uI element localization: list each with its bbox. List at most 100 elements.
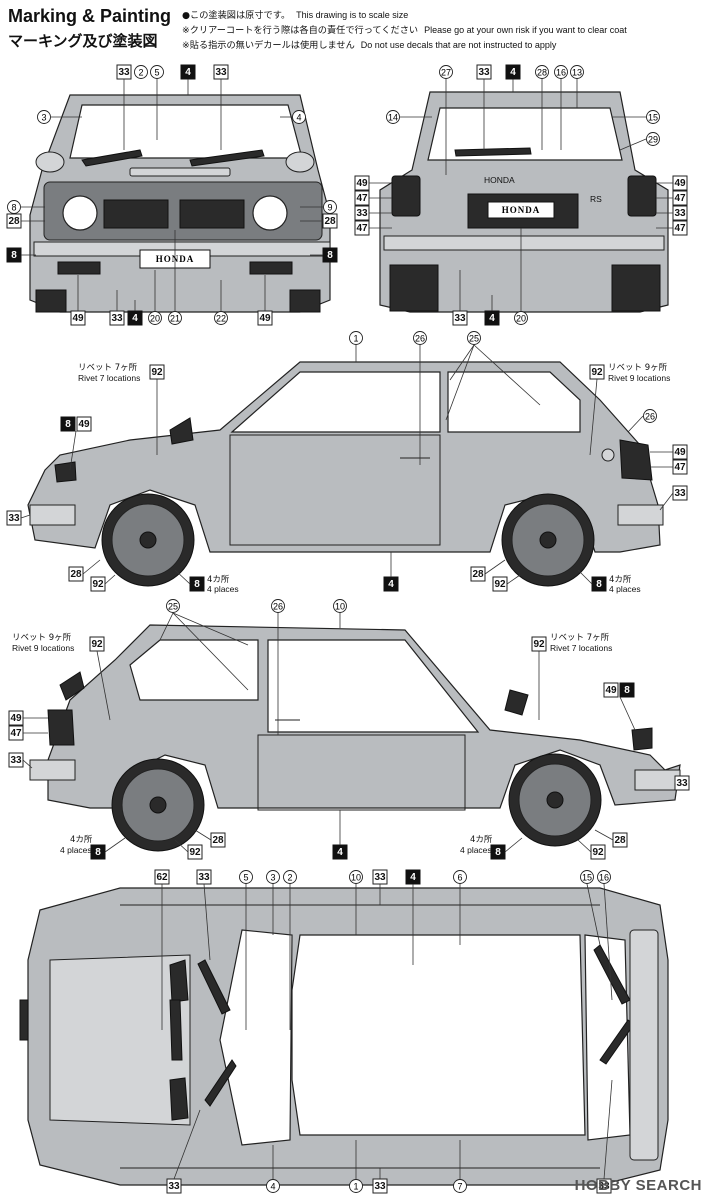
rear-badge-rs: RS <box>590 194 602 204</box>
callout-box-4: 4 <box>505 64 521 80</box>
svg-text:4: 4 <box>388 579 394 590</box>
callout-box-8: 8 <box>6 247 22 263</box>
svg-text:1: 1 <box>353 1182 358 1192</box>
callout-box-28: 28 <box>68 566 84 582</box>
leader-line <box>586 883 601 946</box>
svg-text:33: 33 <box>118 67 130 78</box>
callout-box-33: 33 <box>6 510 22 526</box>
callout-box-49: 49 <box>8 710 24 726</box>
callout-circle-5: 5 <box>239 870 253 884</box>
leader-line <box>22 759 33 769</box>
rear-plate-text: HONDA <box>502 205 541 215</box>
svg-text:33: 33 <box>10 755 22 766</box>
callout-box-33: 33 <box>213 64 229 80</box>
svg-text:92: 92 <box>494 579 506 590</box>
callout-box-47: 47 <box>354 220 370 236</box>
svg-text:33: 33 <box>215 67 227 78</box>
svg-text:4: 4 <box>489 313 495 324</box>
leader-line <box>603 883 613 1001</box>
callout-circle-3: 3 <box>266 870 280 884</box>
svg-text:4: 4 <box>185 67 191 78</box>
svg-text:15: 15 <box>582 873 592 883</box>
rivet7-jp-1: リベット 7ヶ所 <box>78 362 138 373</box>
places4-jp-2: 4カ所 <box>609 574 632 585</box>
svg-text:8: 8 <box>624 685 630 696</box>
rivet9-en-1: Rivet 9 locations <box>608 373 670 383</box>
leader-line <box>627 415 644 433</box>
svg-text:1: 1 <box>353 334 358 344</box>
callout-circle-10: 10 <box>333 599 347 613</box>
callout-box-92: 92 <box>187 844 203 860</box>
callout-circle-2: 2 <box>134 65 148 79</box>
svg-text:25: 25 <box>168 602 178 612</box>
svg-text:92: 92 <box>591 367 603 378</box>
svg-text:33: 33 <box>374 872 386 883</box>
svg-text:6: 6 <box>457 873 462 883</box>
callout-box-8: 8 <box>60 416 76 432</box>
rivet7-en-2: Rivet 7 locations <box>550 643 612 653</box>
leader-line <box>174 569 191 585</box>
leader-line <box>619 138 647 151</box>
callout-box-33: 33 <box>116 64 132 80</box>
svg-text:33: 33 <box>198 872 210 883</box>
leader-line <box>603 1079 613 1180</box>
svg-text:47: 47 <box>674 462 686 473</box>
callout-box-4: 4 <box>484 310 500 326</box>
callout-circle-2: 2 <box>283 870 297 884</box>
callout-box-33: 33 <box>476 64 492 80</box>
callout-box-4: 4 <box>383 576 399 592</box>
svg-text:2: 2 <box>287 873 292 883</box>
callout-circle-20: 20 <box>148 311 162 325</box>
callout-box-49: 49 <box>672 175 688 191</box>
watermark: HOBBY SEARCH <box>574 1177 702 1194</box>
places4-en-1: 4 places <box>207 584 239 594</box>
rivet9-jp-1: リベット 9ヶ所 <box>608 362 668 373</box>
svg-text:47: 47 <box>674 193 686 204</box>
leader-line <box>82 559 101 575</box>
svg-text:8: 8 <box>65 419 71 430</box>
rear-emblem: HONDA <box>484 175 515 185</box>
leader-line <box>104 837 126 853</box>
callout-box-28: 28 <box>322 213 338 229</box>
svg-text:4: 4 <box>270 1182 275 1192</box>
svg-text:16: 16 <box>556 68 566 78</box>
callout-circle-27: 27 <box>439 65 453 79</box>
callout-circle-1: 1 <box>349 331 363 345</box>
places4-en-4: 4 places <box>460 845 492 855</box>
svg-text:33: 33 <box>454 313 466 324</box>
callout-circle-29: 29 <box>646 132 660 146</box>
leader-line <box>504 837 523 853</box>
callout-box-33: 33 <box>109 310 125 326</box>
leader-line <box>445 344 475 421</box>
svg-text:49: 49 <box>72 313 84 324</box>
callout-box-47: 47 <box>672 220 688 236</box>
leader-line <box>203 883 211 961</box>
callout-box-49: 49 <box>257 310 273 326</box>
callout-circle-5: 5 <box>150 65 164 79</box>
callout-box-8: 8 <box>619 682 635 698</box>
svg-text:33: 33 <box>478 67 490 78</box>
svg-text:49: 49 <box>605 685 617 696</box>
callout-box-8: 8 <box>189 576 205 592</box>
callout-box-47: 47 <box>672 459 688 475</box>
callout-box-4: 4 <box>127 310 143 326</box>
callout-box-28: 28 <box>6 213 22 229</box>
side-view-1 <box>27 361 664 587</box>
svg-text:33: 33 <box>674 488 686 499</box>
svg-text:33: 33 <box>374 1181 386 1192</box>
leader-line <box>159 612 174 641</box>
callout-circle-16: 16 <box>597 870 611 884</box>
svg-text:7: 7 <box>457 1182 462 1192</box>
leader-line <box>506 574 521 585</box>
svg-text:92: 92 <box>592 847 604 858</box>
callout-box-62: 62 <box>154 869 170 885</box>
callout-circle-8: 8 <box>7 200 21 214</box>
svg-text:33: 33 <box>676 778 688 789</box>
callout-box-49: 49 <box>603 682 619 698</box>
svg-text:33: 33 <box>111 313 123 324</box>
svg-text:49: 49 <box>674 178 686 189</box>
callout-box-33: 33 <box>674 775 690 791</box>
rivet7-en-1: Rivet 7 locations <box>78 373 140 383</box>
